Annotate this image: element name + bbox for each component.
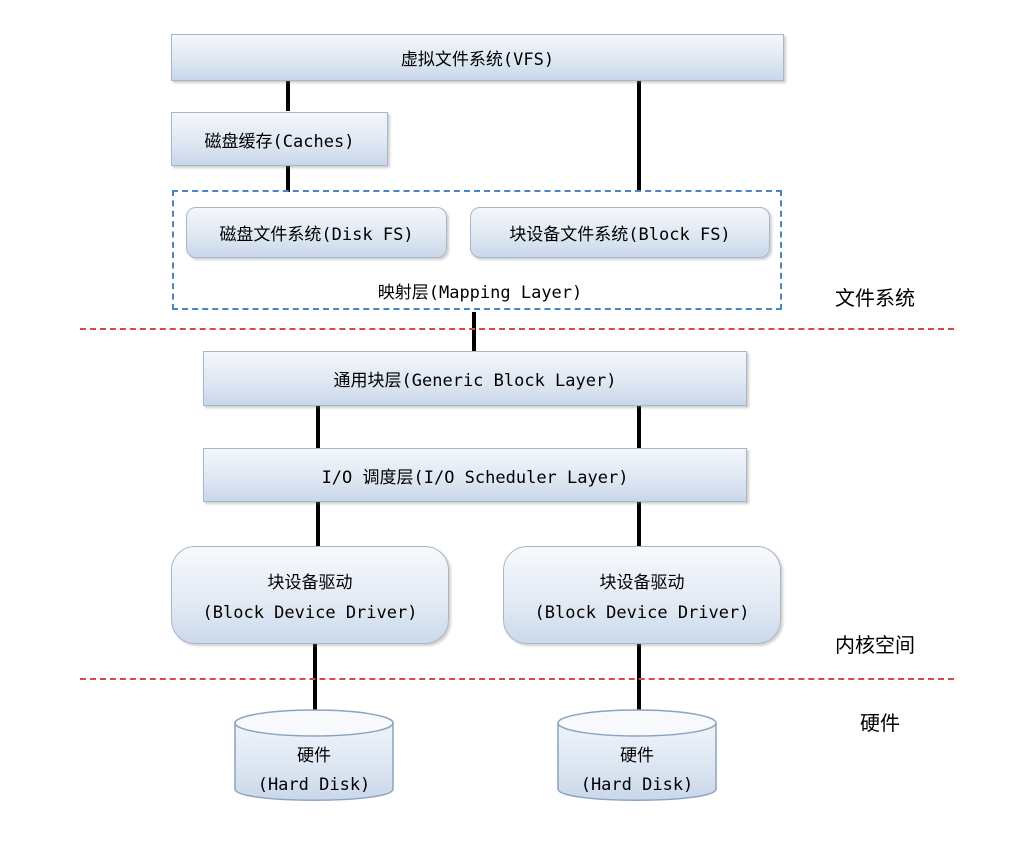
generic-block-layer-box: 通用块层(Generic Block Layer)	[203, 351, 747, 406]
block-fs-label: 块设备文件系统(Block FS)	[509, 225, 731, 245]
block-fs-box: 块设备文件系统(Block FS)	[470, 207, 770, 258]
hard-disk-left: 硬件 (Hard Disk)	[233, 707, 395, 805]
vfs-label: 虚拟文件系统(VFS)	[400, 50, 555, 70]
zone-kernel-space-label: 内核空间	[835, 633, 915, 657]
block-device-driver-left: 块设备驱动 (Block Device Driver)	[171, 546, 449, 644]
connector-caches-mapping	[286, 165, 290, 192]
disk-fs-box: 磁盘文件系统(Disk FS)	[186, 207, 447, 258]
io-scheduler-layer-label: I/O 调度层(I/O Scheduler Layer)	[321, 467, 629, 488]
separator-kernel-hardware	[80, 678, 954, 680]
connector-vfs-caches	[286, 80, 290, 111]
disk-fs-label: 磁盘文件系统(Disk FS)	[219, 225, 414, 245]
connector-mapping-generic	[472, 312, 476, 352]
block-device-driver-right: 块设备驱动 (Block Device Driver)	[503, 546, 781, 644]
zone-file-system-label: 文件系统	[835, 286, 915, 310]
mapping-layer-label: 映射层(Mapping Layer)	[377, 283, 583, 303]
driver-right-line1: 块设备驱动	[599, 572, 685, 593]
hard-disk-left-line2: (Hard Disk)	[257, 775, 371, 795]
separator-filesystem-kernel	[80, 328, 954, 330]
driver-right-line2: (Block Device Driver)	[534, 602, 750, 623]
hard-disk-right-line2: (Hard Disk)	[580, 775, 694, 795]
hard-disk-right: 硬件 (Hard Disk)	[556, 707, 718, 805]
io-scheduler-layer-box: I/O 调度层(I/O Scheduler Layer)	[203, 448, 747, 502]
connector-vfs-blockfs	[637, 80, 641, 190]
connector-generic-io-left	[316, 405, 320, 448]
caches-label: 磁盘缓存(Caches)	[204, 131, 355, 152]
connector-io-driver-right	[637, 501, 641, 547]
connector-io-driver-left	[316, 501, 320, 547]
driver-left-line1: 块设备驱动	[267, 572, 353, 593]
database-cylinder-icon	[557, 709, 717, 801]
zone-hardware-label: 硬件	[860, 711, 900, 735]
caches-box: 磁盘缓存(Caches)	[171, 112, 388, 166]
vfs-layer: 虚拟文件系统(VFS)	[171, 34, 784, 81]
hard-disk-left-line1: 硬件	[297, 746, 331, 766]
database-cylinder-icon	[234, 709, 394, 801]
driver-left-line2: (Block Device Driver)	[202, 602, 418, 623]
connector-generic-io-right	[637, 405, 641, 448]
generic-block-layer-label: 通用块层(Generic Block Layer)	[333, 371, 617, 391]
mapping-layer-box	[172, 190, 782, 310]
hard-disk-right-line1: 硬件	[620, 746, 654, 766]
